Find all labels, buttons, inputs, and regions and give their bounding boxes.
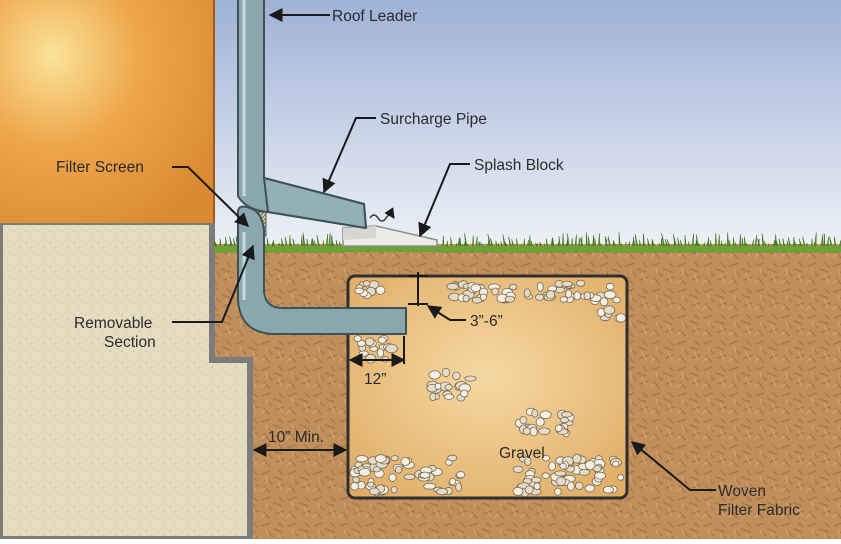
surcharge-pipe-label: Surcharge Pipe	[380, 111, 487, 128]
foundation-wall	[0, 219, 253, 542]
gravel-stones	[349, 279, 627, 497]
pipe-system	[237, 0, 407, 335]
filter-screen-label: Filter Screen	[56, 159, 144, 176]
water-flow-icon	[369, 207, 395, 222]
offset-min-label: 10” Min.	[268, 429, 324, 446]
gravel-pit	[346, 274, 629, 500]
grass	[213, 232, 841, 253]
roof-leader-label: Roof Leader	[332, 8, 417, 25]
leader-lines	[172, 8, 716, 491]
woven-fabric-label-line2: Filter Fabric	[718, 502, 800, 519]
dimension-lines	[252, 272, 428, 457]
pipe-extension-label: 12”	[364, 371, 386, 388]
removable-section	[237, 205, 407, 335]
splash-block-label: Splash Block	[474, 157, 564, 174]
depth-dimension-label: 3”-6”	[470, 313, 503, 330]
removable-label-line1: Removable	[74, 315, 152, 332]
woven-fabric-label-line1: Woven	[718, 483, 766, 500]
surcharge-pipe	[263, 177, 367, 229]
house-wall	[0, 0, 214, 223]
removable-label-line2: Section	[104, 334, 156, 351]
gravel-label: Gravel	[499, 445, 545, 462]
